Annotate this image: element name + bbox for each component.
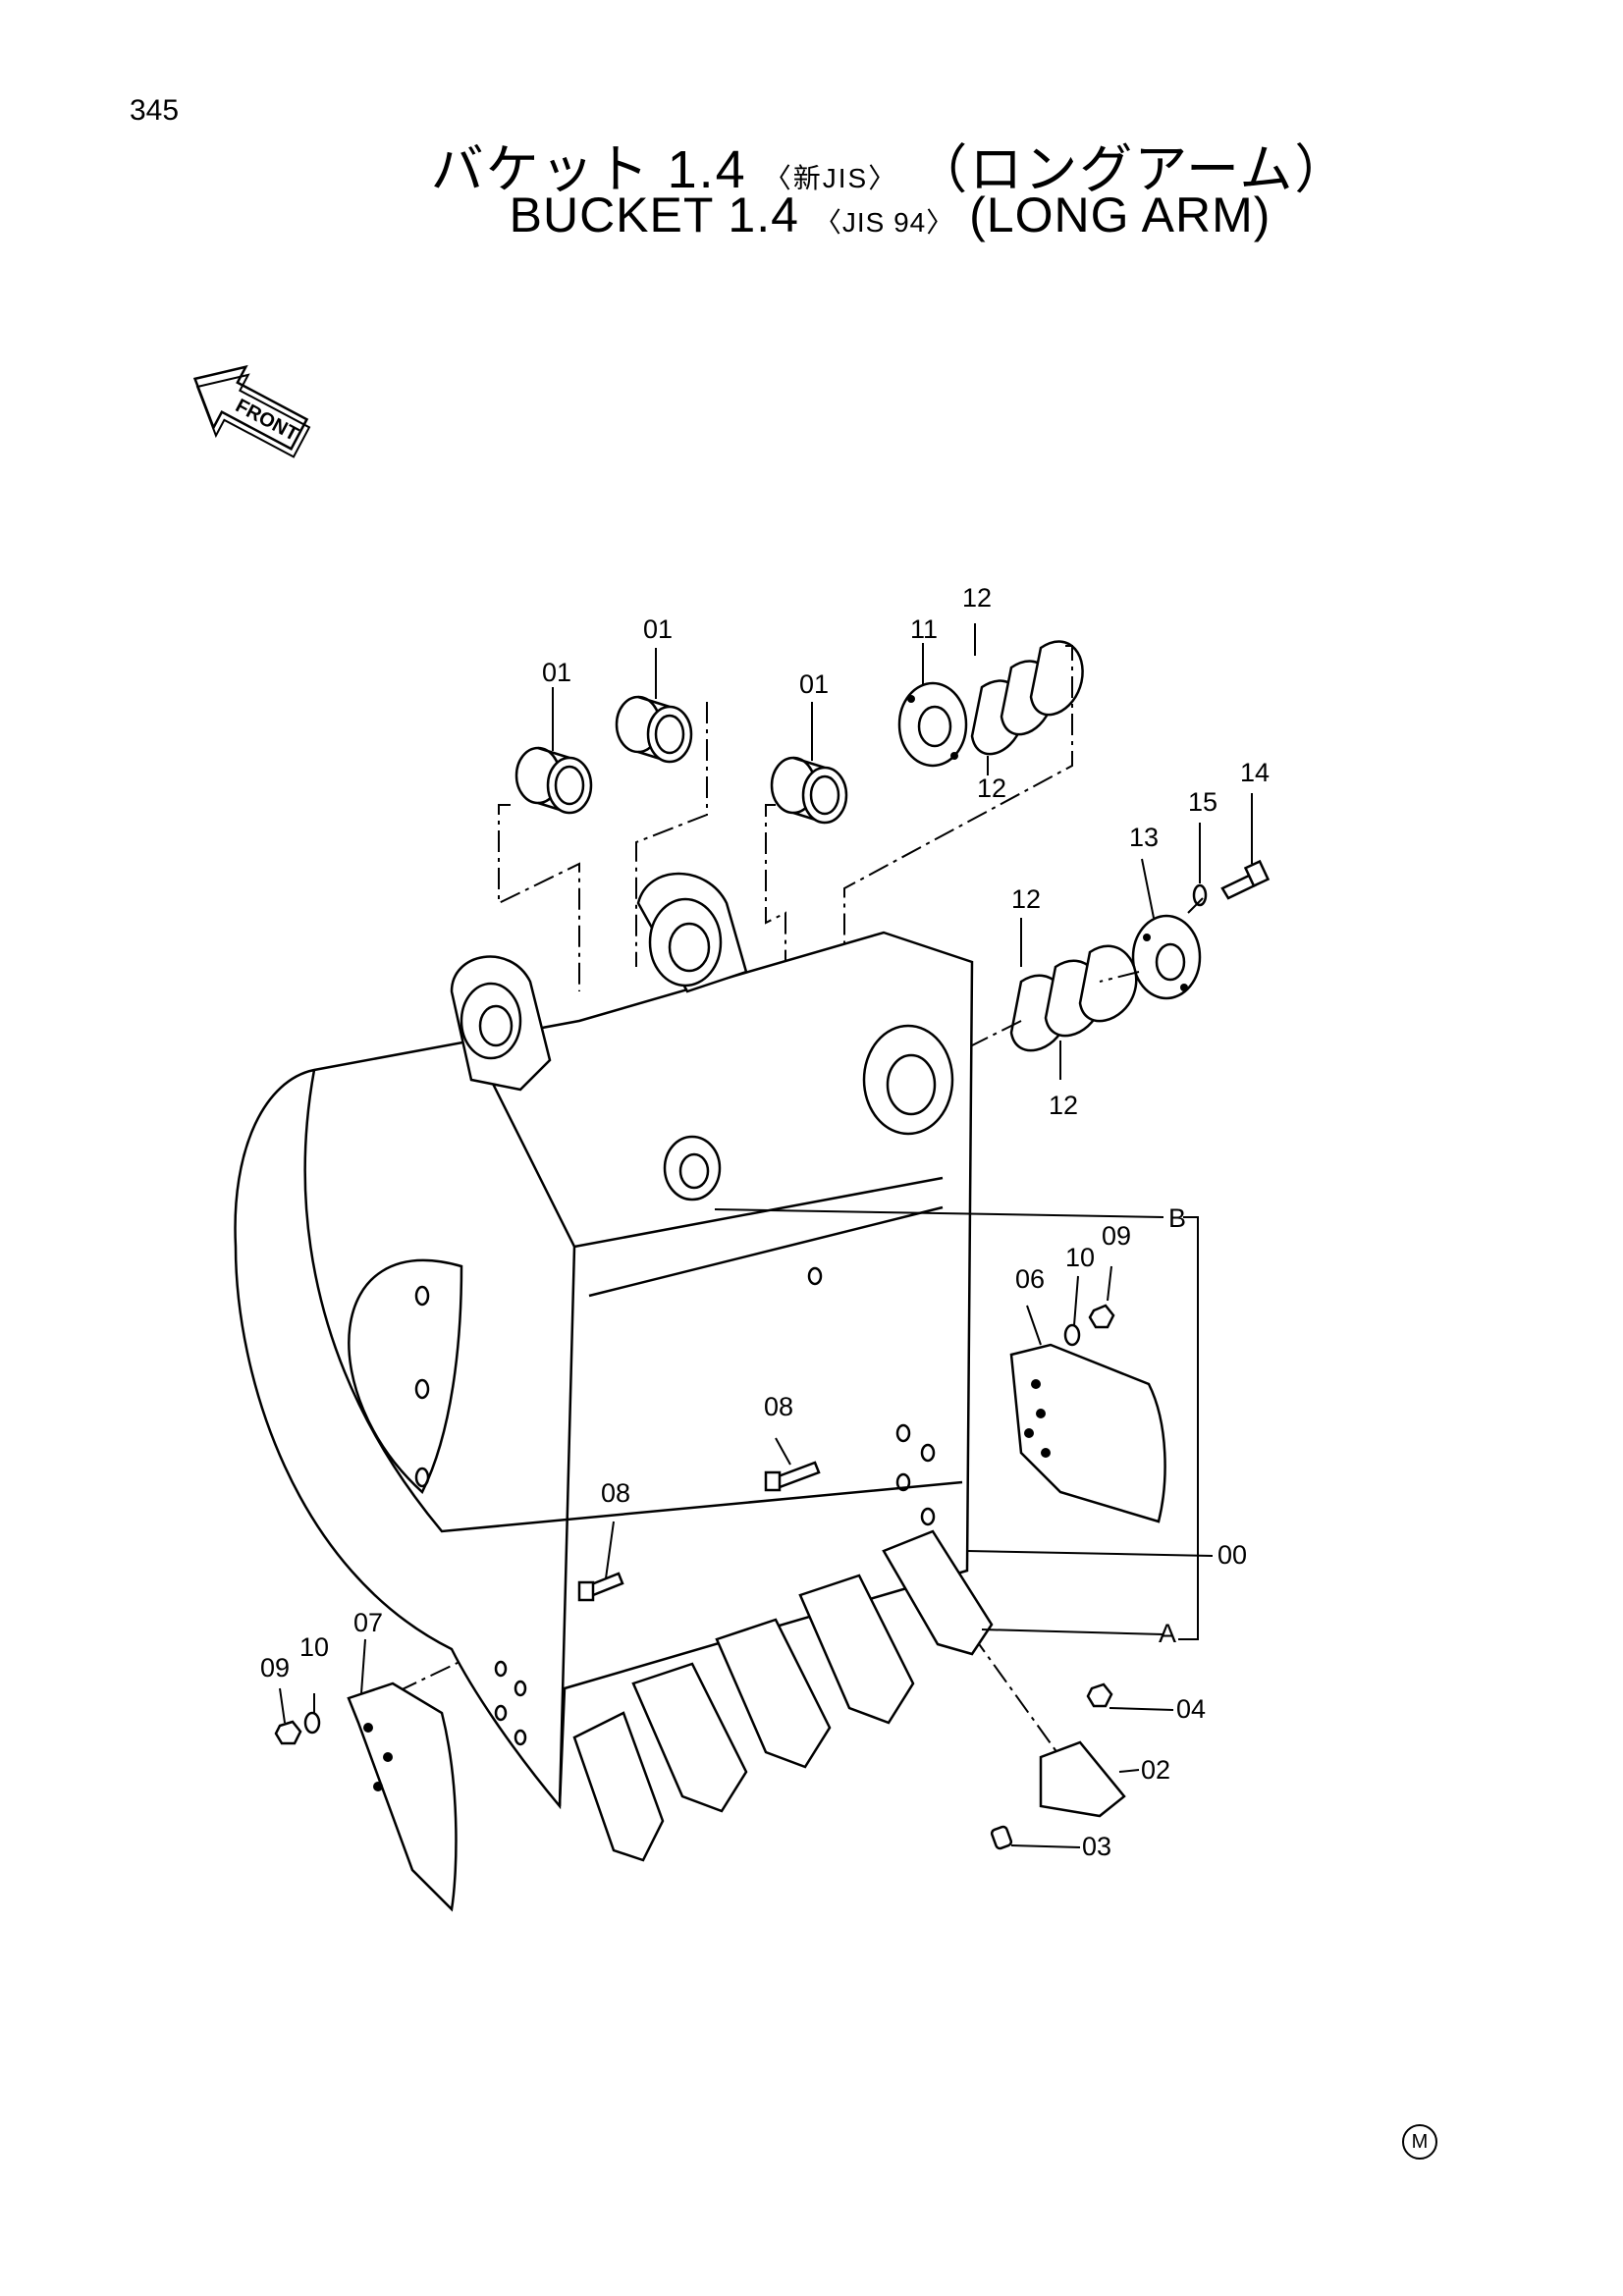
washer-10-left [303,1711,321,1735]
side-cutter-07 [347,1682,458,1912]
callout-A: A [1159,1619,1176,1648]
title-jp-main: バケット 1.4 [430,140,747,199]
callout-15: 15 [1188,787,1217,817]
shims-12-top [970,640,1084,756]
shims-12-side [1009,944,1138,1052]
callout-B: B [1168,1203,1186,1233]
bucket-body [234,872,974,1810]
pin-03 [990,1825,1013,1850]
lock-04 [1086,1682,1113,1708]
callout-01a: 01 [542,658,571,687]
bushing-01-mid [615,695,693,764]
manufacturer-mark: M [1402,2124,1437,2160]
bushing-01-right [770,756,848,825]
page-title-jp: バケット 1.4 〈新JIS〉 （ロングアーム） [0,126,1623,203]
callout-04: 04 [1176,1694,1206,1724]
callout-08b: 08 [601,1478,630,1508]
callout-12c: 12 [1011,884,1041,914]
callout-01b: 01 [643,614,673,644]
callout-12a: 12 [962,583,992,613]
bucket-teeth [572,1529,994,1862]
callout-10a: 10 [1065,1243,1095,1272]
callout-00: 00 [1217,1540,1247,1570]
title-en-arm: (LONG ARM) [969,187,1271,242]
callout-labels: 01 01 01 11 12 12 13 15 14 12 12 B 09 10… [260,583,1270,1861]
bolt-08-upper [764,1461,821,1492]
point-02 [1039,1740,1126,1818]
bolt-08-lower [577,1572,624,1602]
callout-11: 11 [910,614,938,644]
title-en-standard: 〈JIS 94〉 [813,207,955,238]
washer-10-right [1063,1323,1081,1347]
bolt-14 [1220,859,1271,900]
washer-15 [1192,883,1208,907]
callout-07: 07 [353,1608,383,1637]
nut-09-left [274,1720,302,1745]
callout-08a: 08 [764,1392,793,1421]
callout-03: 03 [1082,1832,1111,1861]
callout-12b: 12 [977,774,1006,803]
callout-02: 02 [1141,1755,1170,1785]
side-cutter-06 [1009,1343,1166,1523]
callout-06: 06 [1015,1264,1045,1294]
front-arrow-icon: FRONT [192,364,311,458]
plate-11 [897,681,968,768]
leader-lines [279,623,1253,1848]
title-jp-arm: （ロングアーム） [914,140,1350,199]
page-title-en: BUCKET 1.4 〈JIS 94〉 (LONG ARM) [0,187,1623,243]
callout-14: 14 [1240,758,1270,787]
nut-09-right [1088,1304,1115,1329]
callout-12d: 12 [1049,1091,1078,1120]
page-number: 345 [130,94,180,127]
title-en-main: BUCKET 1.4 [509,187,799,242]
callout-09a: 09 [1102,1221,1131,1251]
callout-09b: 09 [260,1653,290,1682]
callout-10b: 10 [299,1632,329,1662]
title-jp-standard: 〈新JIS〉 [763,163,898,193]
bushing-01-left [514,746,593,815]
callout-13: 13 [1129,823,1159,852]
callout-01c: 01 [799,669,829,699]
plate-13 [1131,914,1202,1000]
